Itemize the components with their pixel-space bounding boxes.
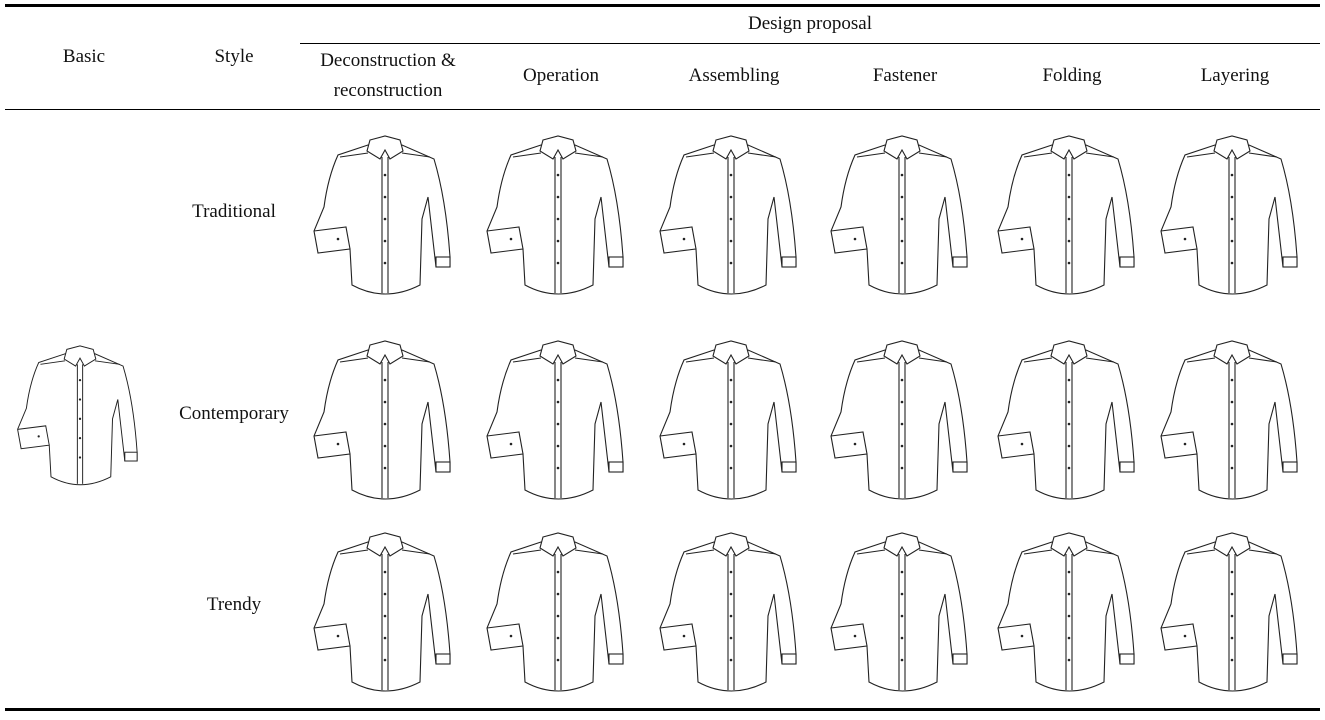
shirt-trendy-assembling [656, 532, 806, 697]
shirt-contemporary-deconstruction [310, 340, 460, 505]
shirt-trendy-fastener [827, 532, 977, 697]
row-label-contemporary: Contemporary [179, 403, 289, 424]
top-rule [5, 4, 1320, 7]
column-header-operation: Operation [523, 65, 599, 86]
shirt-traditional-layering [1157, 135, 1307, 300]
shirt-traditional-fastener [827, 135, 977, 300]
column-header-fastener: Fastener [872, 65, 938, 86]
shirt-contemporary-assembling [656, 340, 806, 505]
basic-shirt-illustration [10, 345, 150, 490]
column-header-deconstruction-line2: reconstruction [333, 80, 443, 101]
row-label-trendy: Trendy [206, 594, 262, 615]
shirt-trendy-deconstruction [310, 532, 460, 697]
column-header-layering: Layering [1200, 65, 1270, 86]
shirt-trendy-layering [1157, 532, 1307, 697]
row-label-traditional: Traditional [192, 201, 276, 222]
shirt-traditional-deconstruction [310, 135, 460, 300]
header-rule [5, 109, 1320, 110]
shirt-contemporary-fastener [827, 340, 977, 505]
shirt-traditional-folding [994, 135, 1144, 300]
bottom-rule [5, 708, 1320, 711]
column-header-deconstruction: Deconstruction & [320, 50, 456, 71]
shirt-trendy-operation [483, 532, 633, 697]
design-proposal-header: Design proposal [747, 13, 872, 34]
shirt-contemporary-operation [483, 340, 633, 505]
column-header-style: Style [214, 46, 254, 67]
group-rule [300, 43, 1320, 44]
column-header-assembling: Assembling [688, 65, 780, 86]
column-header-basic: Basic [62, 46, 106, 67]
shirt-traditional-assembling [656, 135, 806, 300]
shirt-contemporary-layering [1157, 340, 1307, 505]
column-header-folding: Folding [1042, 65, 1102, 86]
shirt-traditional-operation [483, 135, 633, 300]
shirt-trendy-folding [994, 532, 1144, 697]
shirt-contemporary-folding [994, 340, 1144, 505]
